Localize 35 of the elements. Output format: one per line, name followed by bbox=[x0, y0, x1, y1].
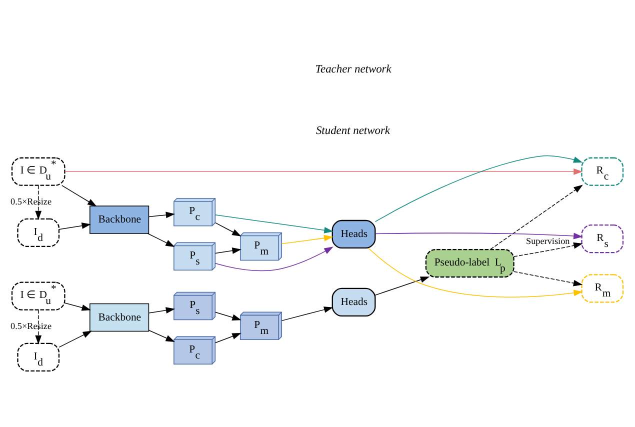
edge-label: Supervision bbox=[526, 235, 570, 246]
edge-label: 0.5×Resize bbox=[10, 320, 52, 331]
arrow bbox=[148, 306, 176, 314]
label: Teacher network bbox=[315, 63, 392, 76]
arrow bbox=[513, 242, 583, 256]
arrow bbox=[64, 168, 583, 174]
label: Student network bbox=[316, 124, 390, 136]
arrow bbox=[148, 211, 176, 218]
node-box: Backbone bbox=[90, 302, 150, 332]
arrow bbox=[214, 246, 334, 271]
arrow bbox=[374, 276, 430, 296]
arrow bbox=[514, 270, 583, 286]
arrow bbox=[281, 234, 334, 244]
arrow bbox=[148, 329, 175, 342]
node-box: Heads bbox=[332, 287, 376, 316]
arrow bbox=[215, 247, 242, 254]
arrow bbox=[147, 232, 175, 246]
arrow bbox=[374, 154, 583, 222]
arrow bbox=[281, 306, 334, 321]
edge-label: 0.5×Resize bbox=[10, 196, 52, 206]
arrow bbox=[215, 332, 242, 343]
node-box: Backbone bbox=[90, 205, 150, 234]
arrow bbox=[35, 309, 42, 344]
arrow bbox=[215, 222, 242, 236]
arrow bbox=[374, 232, 583, 239]
arrow bbox=[35, 184, 42, 220]
arrow bbox=[58, 222, 91, 230]
arrow bbox=[214, 214, 334, 233]
node-box: Heads bbox=[332, 219, 376, 248]
arrow bbox=[368, 247, 583, 297]
arrow bbox=[64, 302, 91, 310]
arrow bbox=[58, 330, 92, 348]
arrow bbox=[62, 184, 97, 206]
arrow bbox=[215, 311, 242, 320]
arrow bbox=[490, 184, 583, 250]
